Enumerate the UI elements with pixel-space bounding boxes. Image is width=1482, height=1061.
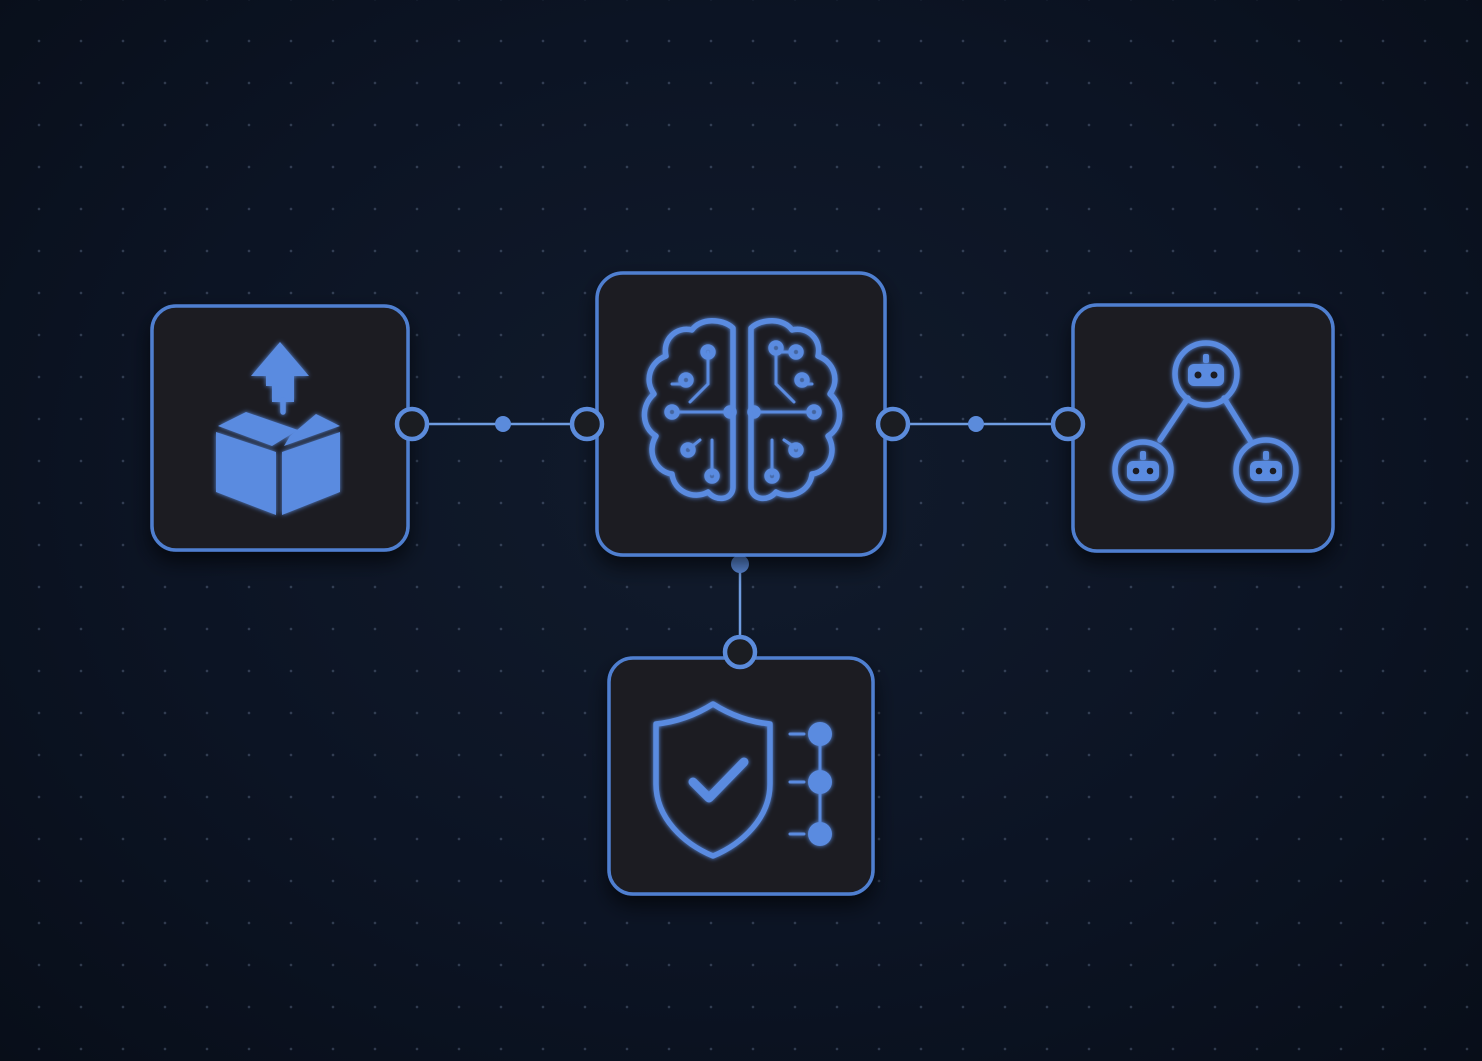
node-security[interactable] xyxy=(607,634,875,896)
edge-upload-to-ai-model xyxy=(428,416,570,432)
box-upload-icon xyxy=(216,342,340,515)
edge-ai-model-to-agents xyxy=(910,416,1052,432)
shield-check-icon xyxy=(653,701,832,859)
edge-endpoint-dot xyxy=(731,555,749,573)
node-ai-model[interactable] xyxy=(569,271,911,557)
edge-midpoint-dot xyxy=(968,416,984,432)
port-ai-model-in[interactable] xyxy=(569,406,605,442)
node-upload[interactable] xyxy=(150,304,430,552)
node-agents[interactable] xyxy=(1050,303,1335,553)
port-ai-model-out[interactable] xyxy=(875,406,911,442)
robot-network-icon xyxy=(1112,340,1299,503)
edge-midpoint-dot xyxy=(495,416,511,432)
edge-ai-model-to-security xyxy=(731,555,749,636)
port-security-in[interactable] xyxy=(722,634,758,670)
port-agents-in[interactable] xyxy=(1050,406,1086,442)
circuit-brain-icon xyxy=(641,318,843,502)
port-upload-out[interactable] xyxy=(394,406,430,442)
